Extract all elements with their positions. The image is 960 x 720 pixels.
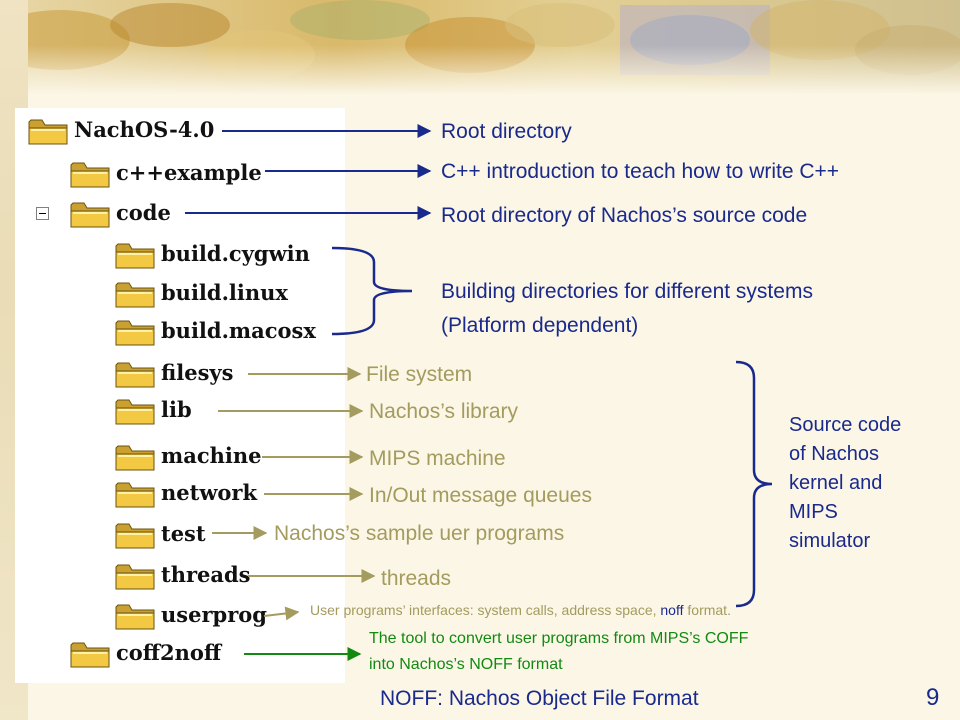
tree-item-threads[interactable]: threads: [161, 562, 251, 587]
label-building-line1: Building directories for different syste…: [441, 280, 813, 303]
label-coff2noff-line2: into Nachos’s NOFF format: [369, 656, 563, 673]
footer-noff-definition: NOFF: Nachos Object File Format: [380, 687, 699, 710]
label-filesys: File system: [366, 363, 473, 386]
folder-icon: [115, 317, 155, 352]
tree-item-coff2noff[interactable]: coff2noff: [116, 640, 222, 665]
label-userprog-suffix: format.: [683, 602, 731, 618]
directory-tree: NachOS-4.0 c++example code build.cygwin buil…: [15, 108, 345, 683]
label-test: Nachos’s sample uer programs: [274, 522, 565, 545]
source-group-line: Source code: [789, 414, 902, 436]
tree-item-code[interactable]: code: [116, 200, 171, 225]
folder-icon: [115, 442, 155, 477]
label-machine: MIPS machine: [369, 447, 506, 470]
folder-icon: [115, 396, 155, 431]
label-userprog-noff: noff: [660, 602, 684, 618]
tree-item-build-linux[interactable]: build.linux: [161, 280, 288, 305]
label-network: In/Out message queues: [369, 484, 592, 507]
source-group-line: kernel and: [789, 472, 883, 494]
brace-building: [331, 246, 413, 336]
tree-item-network[interactable]: network: [161, 480, 258, 505]
folder-icon: [115, 601, 155, 636]
collapse-toggle-icon[interactable]: [36, 207, 49, 220]
tree-item-userprog[interactable]: userprog: [161, 602, 267, 627]
tree-item-build-cygwin[interactable]: build.cygwin: [161, 241, 310, 266]
tree-item-c-example[interactable]: c++example: [116, 160, 262, 185]
folder-icon: [115, 359, 155, 394]
tree-item-filesys[interactable]: filesys: [161, 360, 234, 385]
folder-icon: [70, 159, 110, 194]
label-threads: threads: [381, 567, 452, 590]
folder-icon: [115, 279, 155, 314]
tree-item-lib[interactable]: lib: [161, 397, 192, 422]
folder-icon: [115, 561, 155, 596]
label-building-line2: (Platform dependent): [441, 314, 639, 337]
source-group-line: of Nachos: [789, 443, 880, 465]
tree-item-nachos-4-0[interactable]: NachOS-4.0: [74, 117, 215, 142]
source-group-line: simulator: [789, 530, 871, 552]
label-coff2noff-line1: The tool to convert user programs from M…: [369, 630, 749, 647]
tree-item-build-macosx[interactable]: build.macosx: [161, 318, 316, 343]
label-source-group: Source code of Nachos kernel and MIPS si…: [789, 411, 901, 556]
folder-icon: [70, 639, 110, 674]
label-cpp-intro: C++ introduction to teach how to write C…: [441, 160, 840, 183]
decorative-banner: [0, 0, 960, 95]
label-lib: Nachos’s library: [369, 400, 518, 423]
label-code-root: Root directory of Nachos’s source code: [441, 204, 808, 227]
folder-icon: [115, 479, 155, 514]
folder-icon: [115, 520, 155, 555]
tree-item-test[interactable]: test: [161, 521, 206, 546]
label-userprog: User programs’ interfaces: system calls,…: [310, 602, 731, 619]
page-number: 9: [926, 684, 940, 711]
folder-icon: [115, 240, 155, 275]
folder-icon: [28, 116, 68, 151]
tree-item-machine[interactable]: machine: [161, 443, 262, 468]
brace-source-group: [735, 360, 773, 608]
folder-icon: [70, 199, 110, 234]
arrow-userprog: [263, 606, 300, 621]
source-group-line: MIPS: [789, 501, 838, 523]
label-root-directory: Root directory: [441, 120, 572, 143]
label-userprog-prefix: User programs’ interfaces: system calls,…: [310, 602, 661, 618]
